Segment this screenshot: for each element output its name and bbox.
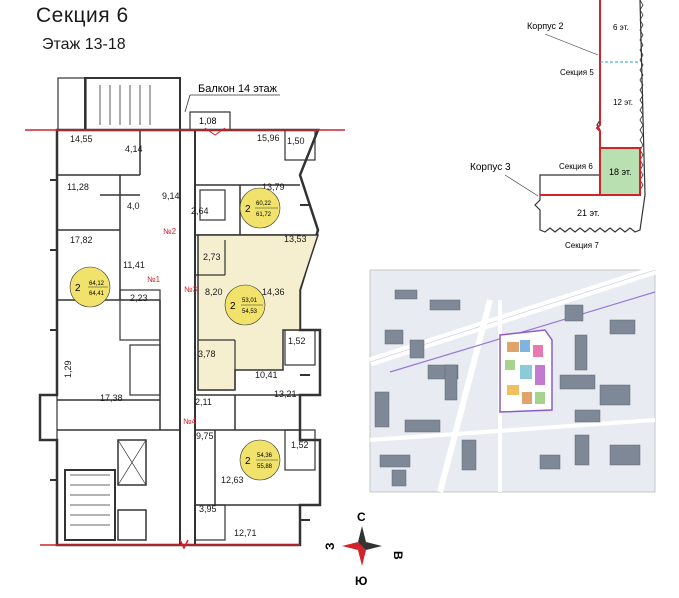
apartment-tag-2: 2 60,22 61,72 [239,187,281,229]
section-6-label: Секция 6 [559,162,593,171]
room-areas: 14,55 4,14 15,96 1,50 11,28 9,14 13,79 4… [63,133,309,538]
room-area: 2,73 [203,252,221,262]
compass-west: З [323,542,337,550]
room-area: 9,75 [196,431,214,441]
compass: С Ю В З [323,510,405,588]
apartment-rooms: 2 [245,456,251,467]
floors-21: 21 эт. [577,208,600,218]
apartment-area-alt: 54,53 [242,309,258,315]
building-scheme: 6 эт. 12 эт. 18 эт. 21 эт. Корпус 2 Секц… [470,0,646,250]
compass-east: В [391,551,405,560]
room-area: 9,14 [162,191,180,201]
floors-6: 6 эт. [613,23,629,32]
room-area: 3,95 [199,504,217,514]
room-area: 8,20 [205,287,223,297]
balcony-label: Балкон 14 этаж [198,83,278,95]
korpus-2-label: Корпус 2 [527,21,564,31]
apartment-area-alt: 64,41 [89,291,105,297]
room-area: 15,96 [257,133,280,143]
apartment-number: №3 [184,285,198,294]
floors-12: 12 эт. [613,98,633,107]
room-area: 4,14 [125,144,143,154]
apartment-area-alt: 55,88 [257,464,273,470]
room-area: 1,50 [287,136,305,146]
compass-north: С [357,510,366,524]
room-area: 11,28 [67,182,89,192]
compass-north-arrow [358,526,366,546]
apartment-number: №2 [163,227,177,236]
room-area: 12,71 [234,528,257,538]
apartment-area: 54,36 [257,453,273,459]
floor-range: Этаж 13-18 [42,36,126,53]
floor-plan [38,77,322,547]
balcony-area: 1,08 [199,116,217,126]
room-area: 2,11 [195,397,212,407]
apartment-rooms: 2 [75,283,81,294]
room-area: 14,55 [70,134,93,144]
apartment-area: 64,12 [89,281,105,287]
room-area: 1,52 [291,440,309,450]
apartment-tag-4: 2 54,36 55,88 [239,439,281,481]
room-area: 13,79 [262,182,285,192]
room-area: 2,64 [191,206,209,216]
room-area: 1,52 [288,336,306,346]
room-area: 13,21 [274,389,297,399]
apartment-rooms: 2 [245,204,251,215]
section-7-label: Секция 7 [565,241,599,250]
apartment-number: №1 [147,275,161,284]
section-title: Секция 6 [36,4,129,27]
apartment-tag-1: 2 64,12 64,41 [69,266,111,308]
room-area: 14,36 [262,287,285,297]
apartment-area: 60,22 [256,201,272,207]
section-5-label: Секция 5 [560,68,594,77]
room-area: 3,78 [198,349,216,359]
apartment-area-alt: 61,72 [256,212,272,218]
room-area: 17,38 [100,393,123,403]
room-area: 2,23 [130,293,148,303]
korpus-3-label: Корпус 3 [470,162,511,173]
apartment-tag-3: 2 53,01 54,53 [224,284,266,326]
floors-18: 18 эт. [609,167,632,177]
apartment-number: №4 [183,417,197,426]
room-area: 1,29 [63,360,73,378]
room-area: 17,82 [70,235,93,245]
apartment-area: 53,01 [242,298,258,304]
room-area: 11,41 [123,260,145,270]
room-area: 4,0 [127,201,140,211]
compass-south: Ю [355,574,367,588]
site-map [368,265,657,493]
room-area: 10,41 [255,370,278,380]
room-area: 13,53 [284,234,307,244]
room-area: 12,63 [221,475,244,485]
apartment-rooms: 2 [230,301,236,312]
